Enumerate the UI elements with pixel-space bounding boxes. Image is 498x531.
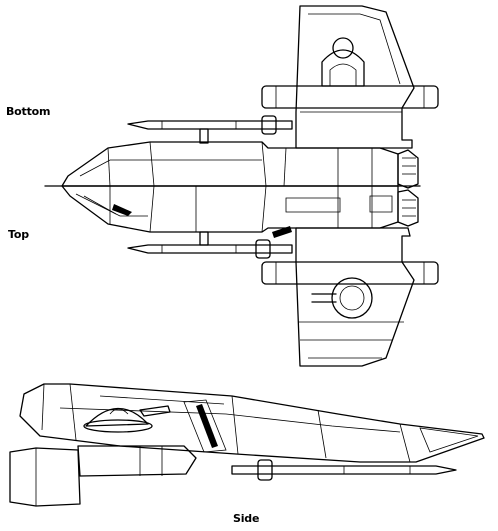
side-laser-cannon — [231, 459, 457, 481]
side-engine-pod — [9, 445, 197, 507]
side-view — [9, 383, 485, 507]
upper-wing — [261, 5, 439, 149]
upper-laser-cannon — [127, 115, 293, 144]
engine-nacelles — [397, 149, 419, 227]
side-view-label: Side — [233, 512, 260, 525]
lower-wing — [261, 226, 439, 367]
top-view-label: Top — [8, 228, 29, 241]
plan-view — [61, 5, 439, 367]
fuselage-lower — [61, 185, 399, 233]
fuselage-upper — [61, 141, 399, 187]
lower-laser-cannon — [127, 231, 293, 259]
bottom-view-label: Bottom — [6, 105, 51, 118]
